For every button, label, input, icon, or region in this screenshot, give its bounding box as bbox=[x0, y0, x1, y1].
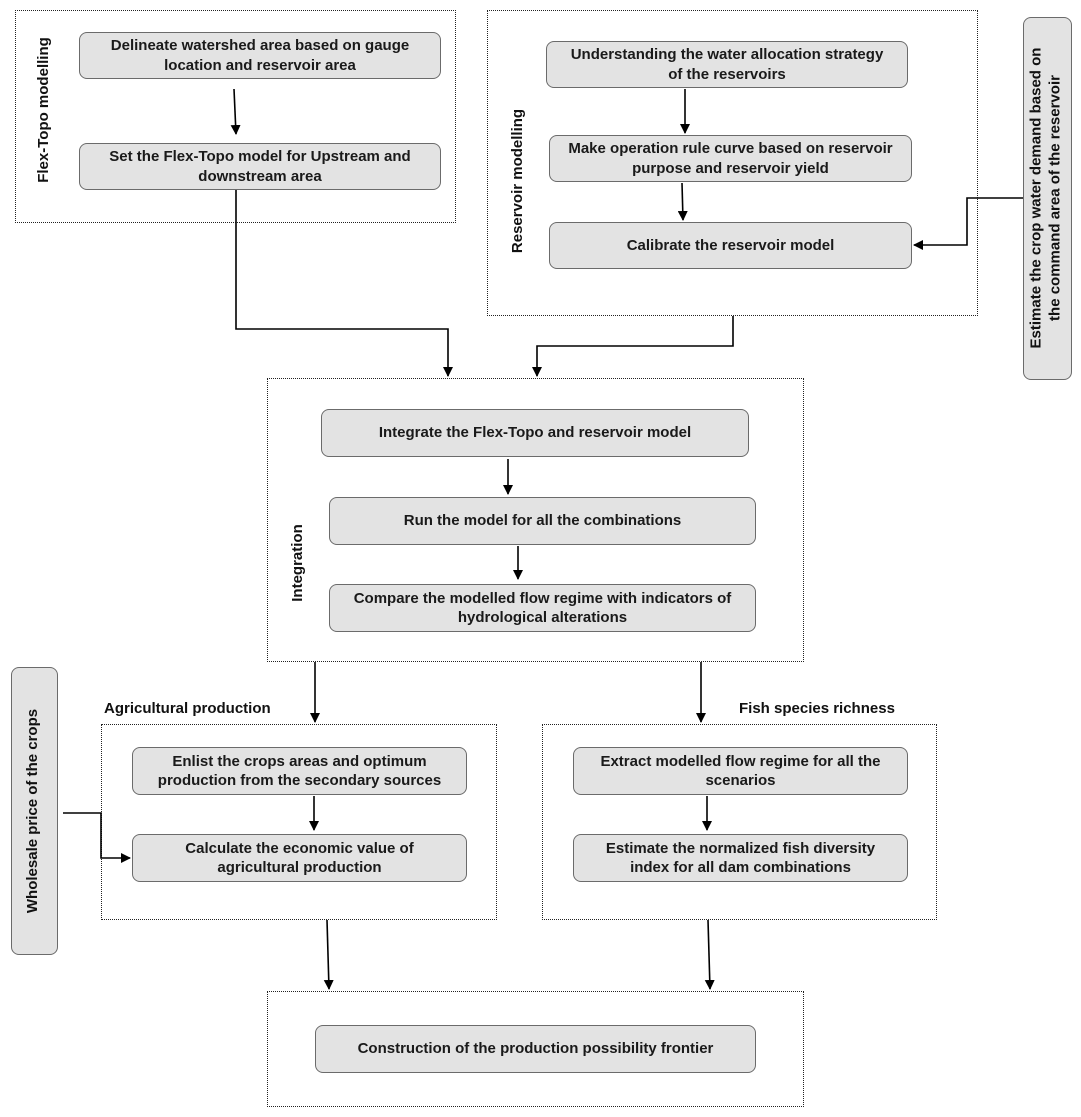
arrow-fish-to-ppf bbox=[704, 919, 715, 990]
fish-group bbox=[542, 724, 937, 920]
understand-allocation-step: Understanding the water allocation strat… bbox=[546, 41, 908, 88]
arrow-delineate-to-set bbox=[230, 88, 241, 135]
integration-group bbox=[267, 378, 804, 662]
compare-flow-step: Compare the modelled flow regime with in… bbox=[329, 584, 756, 632]
rule-curve-step: Make operation rule curve based on reser… bbox=[549, 135, 912, 182]
set-flex-topo-step: Set the Flex-Topo model for Upstream and… bbox=[79, 143, 441, 190]
run-model-step: Run the model for all the combinations bbox=[329, 497, 756, 545]
integrate-models-step: Integrate the Flex-Topo and reservoir mo… bbox=[321, 409, 749, 457]
delineate-watershed-step: Delineate watershed area based on gauge … bbox=[79, 32, 441, 79]
arrow-price-to-economic bbox=[63, 812, 131, 863]
ppf-group bbox=[267, 991, 804, 1107]
arrow-flextopo-to-integration bbox=[235, 190, 453, 377]
enlist-crops-step: Enlist the crops areas and optimum produ… bbox=[132, 747, 467, 795]
arrow-demand-to-calibrate bbox=[913, 197, 1023, 250]
arrow-rule-to-calibrate bbox=[677, 182, 688, 221]
wholesale-price-input bbox=[11, 667, 58, 955]
agriculture-label: Agricultural production bbox=[104, 700, 271, 717]
fish-diversity-step: Estimate the normalized fish diversity i… bbox=[573, 834, 908, 882]
ppf-step: Construction of the production possibili… bbox=[315, 1025, 756, 1073]
calibrate-reservoir-step: Calibrate the reservoir model bbox=[549, 222, 912, 269]
crop-water-demand-input bbox=[1023, 17, 1072, 380]
economic-value-step: Calculate the economic value of agricult… bbox=[132, 834, 467, 882]
reservoir-group bbox=[487, 10, 978, 316]
arrow-agriculture-to-ppf bbox=[323, 919, 334, 990]
extract-flow-step: Extract modelled flow regime for all the… bbox=[573, 747, 908, 795]
fish-label: Fish species richness bbox=[739, 700, 895, 717]
arrow-reservoir-to-integration bbox=[532, 316, 734, 377]
